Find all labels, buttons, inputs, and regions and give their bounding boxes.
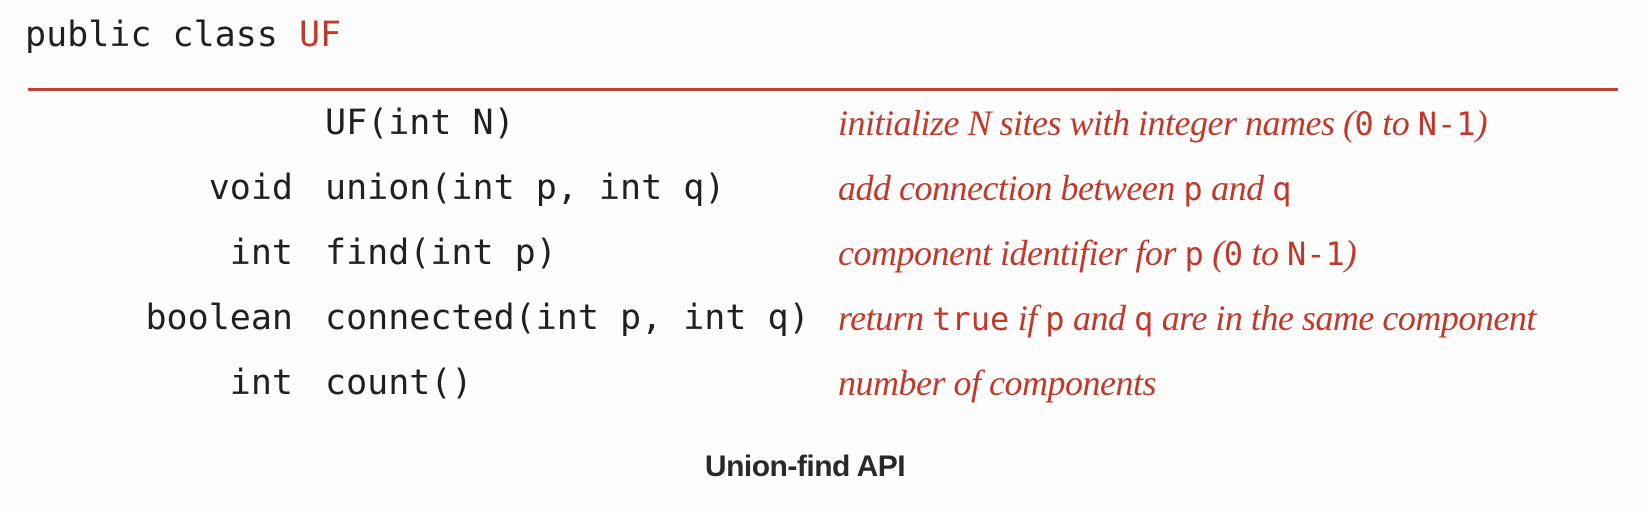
- description-text-segment: ): [1475, 102, 1488, 143]
- description-text-segment: to: [1242, 232, 1287, 273]
- description-text-segment: if: [1009, 297, 1046, 338]
- api-row: UF(int N) initialize N sites with integer…: [0, 90, 1649, 155]
- method-signature-cell: find(int p): [325, 232, 557, 273]
- description-cell: number of components: [838, 362, 1649, 404]
- description-text-segment: and: [1202, 167, 1273, 208]
- description-cell: return true if p and q are in the same c…: [838, 297, 1649, 339]
- description-code-segment: q: [1134, 299, 1154, 338]
- description-cell: add connection between p and q: [838, 167, 1649, 209]
- table-caption: Union-find API: [704, 450, 906, 483]
- description-text-segment: return: [838, 297, 933, 338]
- description-code-segment: p: [1183, 169, 1203, 208]
- description-text-segment: add connection between: [838, 167, 1184, 208]
- description-code-segment: true: [932, 299, 1010, 338]
- description-text-segment: ): [1344, 232, 1357, 273]
- method-signature-cell: UF(int N): [325, 102, 515, 143]
- description-text-segment: initialize N sites with integer names (: [838, 102, 1355, 143]
- method-signature-cell: connected(int p, int q): [325, 297, 810, 338]
- description-text-segment: to: [1373, 102, 1418, 143]
- class-declaration: public class UF: [25, 14, 341, 56]
- description-code-segment: 0: [1223, 234, 1243, 273]
- description-code-segment: 0: [1354, 104, 1374, 143]
- api-table: UF(int N) initialize N sites with integer…: [0, 90, 1649, 415]
- api-row: int find(int p) component identifier for p…: [0, 220, 1649, 285]
- api-row: boolean connected(int p, int q) return tru…: [0, 285, 1649, 350]
- method-signature-cell: union(int p, int q): [325, 167, 726, 208]
- header-rule: [28, 88, 1618, 91]
- description-text-segment: number of components: [838, 362, 1156, 403]
- description-code-segment: N-1: [1417, 104, 1476, 143]
- method-signature-cell: count(): [325, 362, 473, 403]
- return-type-cell: int: [229, 362, 293, 403]
- class-declaration-keywords: public class: [25, 15, 299, 55]
- description-cell: component identifier for p (0 to N-1): [838, 232, 1649, 274]
- description-cell: initialize N sites with integer names (0…: [838, 102, 1649, 144]
- api-row: void union(int p, int q) add connection be…: [0, 155, 1649, 220]
- description-code-segment: p: [1045, 299, 1065, 338]
- description-code-segment: q: [1272, 169, 1292, 208]
- description-text-segment: (: [1203, 232, 1224, 273]
- description-text-segment: component identifier for: [838, 232, 1185, 273]
- return-type-cell: int: [229, 232, 293, 273]
- api-row: int count() number of components: [0, 350, 1649, 415]
- class-name: UF: [298, 15, 342, 55]
- description-text-segment: and: [1064, 297, 1135, 338]
- return-type-cell: void: [208, 167, 293, 208]
- description-code-segment: N-1: [1287, 234, 1345, 273]
- return-type-cell: boolean: [145, 297, 293, 338]
- description-code-segment: p: [1184, 234, 1204, 273]
- description-text-segment: are in the same component: [1153, 297, 1537, 338]
